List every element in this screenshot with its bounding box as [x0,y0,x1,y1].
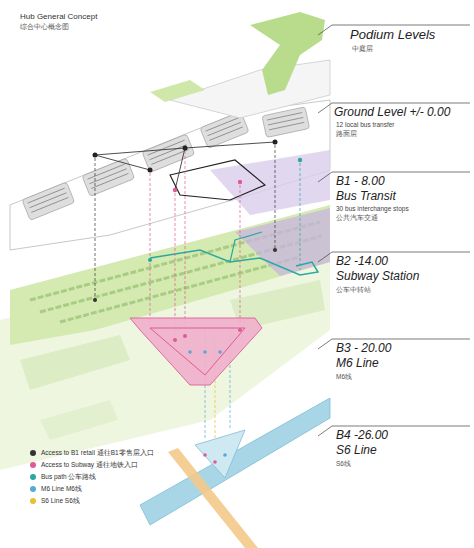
podium [150,12,330,118]
s6-line-part [213,460,217,464]
legend-row: Bus path 公车路线 [30,473,96,480]
legend-text: M6 Line M6线 [41,485,82,492]
bus-parking-part [22,182,75,220]
vertical-links-part [95,158,96,300]
b1-slab-part [235,208,330,276]
legend-swatch [30,486,36,492]
legend-text: Access to B1 retail 通往B1零售层入口 [41,449,154,456]
bus-parking-part [269,122,304,129]
legend-swatch [30,450,36,456]
subway-station-part [238,328,242,332]
vertical-links-part [240,185,241,322]
subway-station-part [150,328,245,375]
level-heading: B3 - 20.00 [336,342,391,356]
subway-station-part [183,334,187,338]
ground-slab-part [210,150,330,215]
bus-parking-part [262,107,310,138]
legend-row: S6 Line S6线 [30,497,80,504]
b1-slab-part [60,257,300,322]
m6-line-part [140,398,330,525]
legend-row: Access to Subway 通往地铁入口 [30,461,138,468]
ground-network-part [183,146,188,151]
subway-station-part [188,350,192,354]
podium-part [250,12,325,95]
podium-part [150,80,205,102]
subway-station-part [173,338,177,342]
level-heading: B2 -14.00 [336,255,388,269]
bus-parking-part [142,134,195,172]
legend-swatch [30,474,36,480]
bus-parking-part [31,197,68,212]
vertical-links-part [93,298,97,302]
m6-line [140,398,330,525]
level-heading: B1 - 8.00 [336,175,385,189]
ground-network-part [175,148,185,190]
subway-station-part [130,318,262,385]
bus-path-part [230,232,262,262]
b2-ground-part [20,335,130,390]
subway-station-part [218,350,222,354]
legend-text: Access to Subway 通往地铁入口 [41,461,138,468]
s6-line-part [168,448,258,548]
bus-parking-part [207,122,240,135]
subway-station-part [203,350,207,354]
ground-network [93,140,303,201]
vertical-links-part [185,151,186,330]
legend-row: M6 Line M6线 [30,485,82,492]
subtitle: 综合中心概念图 [20,23,69,31]
bus-parking-part [209,127,242,140]
legend-swatch [30,498,36,504]
legend-text: S6 Line S6线 [41,497,80,504]
s6-line-part [203,453,207,457]
level-heading: B4 -26.00 [336,429,388,443]
level-note: 12 local bus transfer [336,121,395,128]
s6-line-part [223,453,227,457]
s6-line [168,448,258,548]
m6-line-part [195,430,245,478]
level-note: 公车中转站 [336,286,371,293]
ground-network-part [95,155,150,170]
bus-parking-part [142,134,195,172]
level-heading: Podium Levels [350,28,435,43]
level-heading: Subway Station [336,270,419,284]
vertical-links-part [275,145,276,250]
level-note: 中庭层 [352,45,373,52]
ground-network-part [173,188,177,192]
level-note: M6线 [336,373,352,380]
vertical-links [93,145,300,470]
vertical-links-part [148,258,152,262]
subway-station [130,318,262,385]
bus-parking [22,107,310,221]
vertical-links-part [273,248,277,252]
diagram-title: Hub General Concept [20,12,97,21]
level-note: 路面层 [336,130,357,137]
legend-swatch [30,462,36,468]
ground-network-part [298,158,302,162]
b2-ground-part [40,400,118,440]
vertical-links-part [150,173,151,330]
level-note: S6线 [336,460,351,467]
ground-slab-part [10,100,330,250]
level-rules [318,25,470,436]
level-note: 30 bus interchange stops [336,205,409,212]
ground-slab [10,100,330,250]
ground-network-part [93,153,98,158]
vertical-links-part [300,163,301,270]
bus-parking-part [262,107,310,138]
level-heading: Ground Level +/- 0.00 [334,106,450,120]
ground-network-part [148,168,153,173]
level-heading: S6 Line [336,444,377,458]
level-note: 公共汽车交通 [336,214,378,221]
bus-parking-part [22,182,75,220]
ground-network-part [238,180,242,184]
level-heading: Bus Transit [336,190,396,204]
legend-text: Bus path 公车路线 [41,473,96,480]
ground-network-part [273,140,278,145]
bus-parking-part [206,118,239,131]
bus-parking-part [91,173,128,188]
level-heading: M6 Line [336,357,379,371]
legend-row: Access to B1 retail 通往B1零售层入口 [30,449,154,456]
ground-network-part [170,160,265,200]
